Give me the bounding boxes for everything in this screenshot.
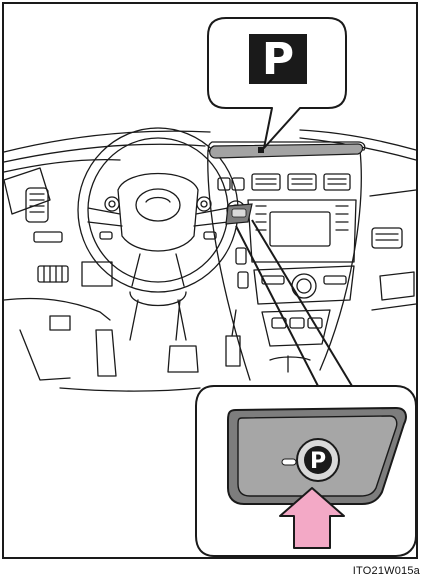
dashboard bbox=[4, 128, 416, 391]
parking-brake-switch-icon[interactable]: P bbox=[228, 408, 406, 504]
image-code: ITO21W015a bbox=[353, 565, 420, 577]
switch-callout: P bbox=[196, 220, 416, 556]
dashboard-display bbox=[210, 144, 363, 158]
switch-indicator-lamp bbox=[282, 459, 296, 465]
indicator-callout: P bbox=[208, 18, 346, 148]
indicator-symbol: P bbox=[262, 34, 294, 85]
parking-brake-indicator-icon: P bbox=[249, 34, 307, 85]
switch-symbol: P bbox=[310, 449, 326, 474]
